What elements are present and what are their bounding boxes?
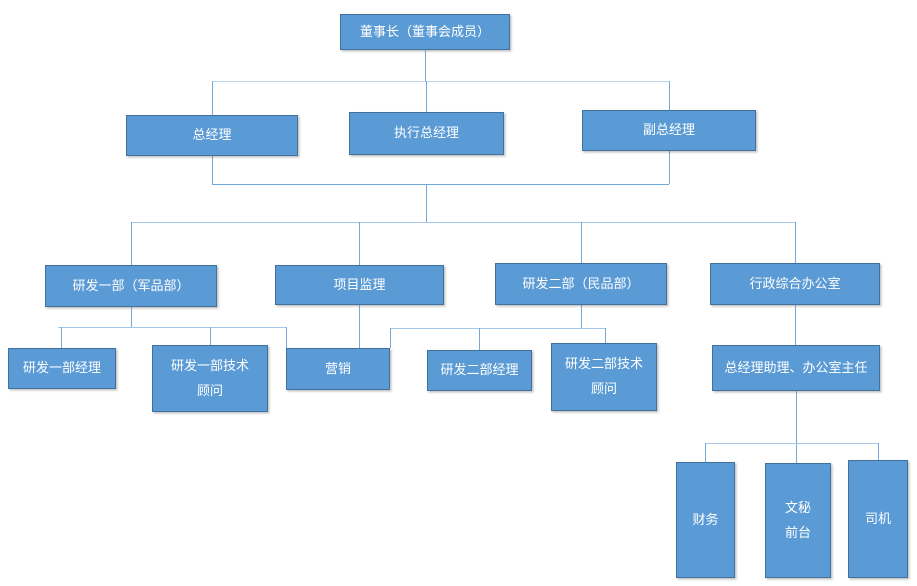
- connector-line: [795, 305, 796, 345]
- connector-line: [58, 327, 286, 328]
- org-node-marketing: 营销: [286, 348, 390, 390]
- connector-line: [286, 327, 287, 348]
- connector-line: [210, 327, 211, 345]
- connector-line: [131, 222, 795, 223]
- connector-line: [705, 443, 878, 444]
- org-node-rd1-manager: 研发一部经理: [8, 348, 116, 389]
- org-node-rd2-consultant: 研发二部技术顾问: [551, 343, 657, 411]
- connector-line: [426, 81, 427, 112]
- connector-line: [795, 222, 796, 263]
- connector-line: [426, 184, 427, 222]
- connector-line: [359, 222, 360, 265]
- org-node-rd2-manager: 研发二部经理: [427, 350, 532, 391]
- org-node-driver: 司机: [848, 460, 908, 578]
- org-node-rd-dept1: 研发一部（军品部）: [45, 265, 217, 307]
- connector-line: [212, 81, 213, 115]
- connector-line: [878, 443, 879, 460]
- org-node-project-supervision: 项目监理: [275, 265, 444, 305]
- connector-line: [131, 307, 132, 327]
- connector-line: [359, 305, 360, 348]
- org-node-secretary: 文秘前台: [765, 463, 831, 578]
- connector-line: [212, 156, 213, 184]
- org-node-executive-general-manager: 执行总经理: [349, 112, 504, 155]
- connector-line: [581, 305, 582, 328]
- connector-line: [479, 328, 480, 350]
- org-node-finance: 财务: [676, 462, 735, 578]
- connector-line: [390, 328, 391, 348]
- connector-line: [669, 81, 670, 110]
- connector-line: [605, 328, 606, 343]
- org-node-general-manager: 总经理: [126, 115, 298, 156]
- connector-line: [796, 391, 797, 463]
- org-node-deputy-general-manager: 副总经理: [582, 110, 756, 151]
- org-node-chairman: 董事长（董事会成员）: [340, 14, 510, 50]
- connector-line: [212, 81, 669, 82]
- connector-line: [581, 222, 582, 263]
- connector-line: [212, 184, 669, 185]
- connector-line: [61, 327, 62, 348]
- connector-line: [131, 222, 132, 265]
- org-node-admin-office: 行政综合办公室: [710, 263, 880, 305]
- connector-line: [390, 328, 605, 329]
- org-node-gm-assistant: 总经理助理、办公室主任: [712, 345, 880, 391]
- org-node-rd-dept2: 研发二部（民品部）: [495, 263, 667, 305]
- org-node-rd1-consultant: 研发一部技术顾问: [152, 345, 268, 412]
- connector-line: [425, 50, 426, 81]
- connector-line: [705, 443, 706, 462]
- connector-line: [669, 151, 670, 184]
